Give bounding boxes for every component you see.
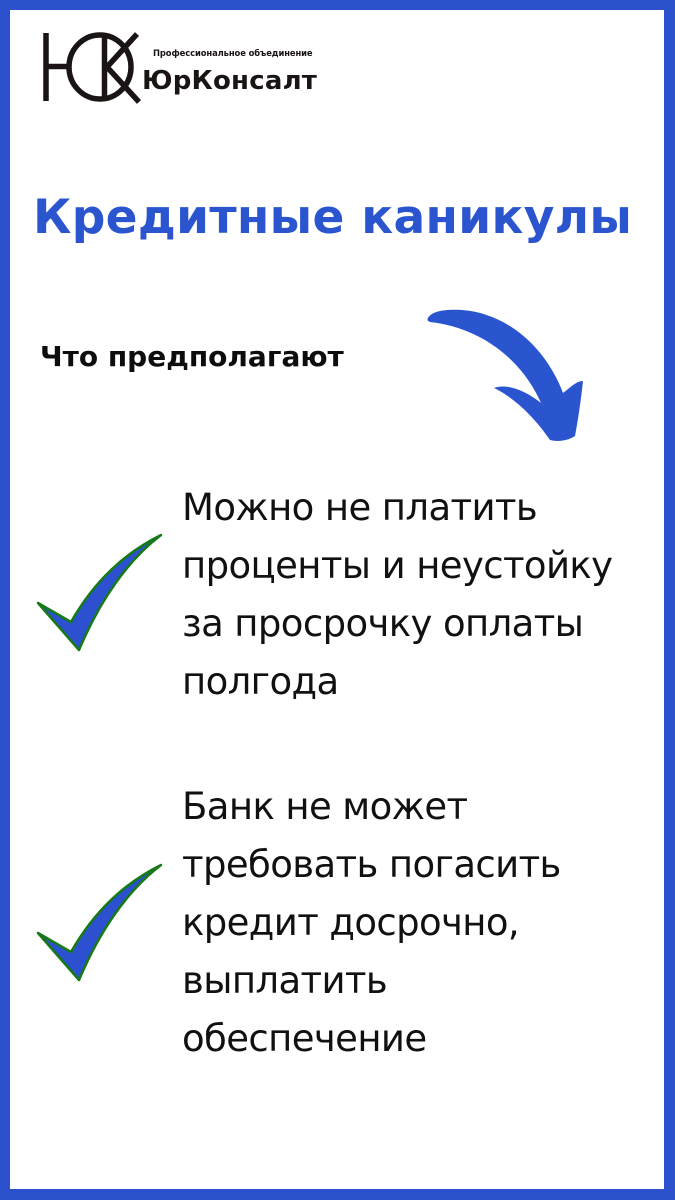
page-title: Кредитные каникулы [33,190,633,245]
logo-monogram-icon [43,32,142,104]
point-line: требовать погасить [182,843,561,886]
point-line: кредит досрочно, [182,901,520,944]
content-card [10,10,664,1189]
point-1-text: Можно не платить проценты и неустойку за… [182,479,662,711]
logo-name: ЮрКонсалт [142,66,318,96]
point-line: Банк не может [182,785,468,828]
logo-subtitle: Профессиональное объединение [153,48,313,58]
checkmark-icon [36,863,163,982]
point-line: Можно не платить [182,486,538,529]
point-line: полгода [182,660,339,703]
curved-arrow-icon [427,309,583,441]
point-2-text: Банк не может требовать погасить кредит … [182,778,662,1068]
checkmark-icon [36,533,163,652]
point-line: выплатить [182,959,388,1002]
point-line: за просрочку оплаты [182,602,584,645]
point-line: обеспечение [182,1017,427,1060]
point-line: проценты и неустойку [182,544,613,587]
section-subtitle: Что предполагают [40,340,344,373]
